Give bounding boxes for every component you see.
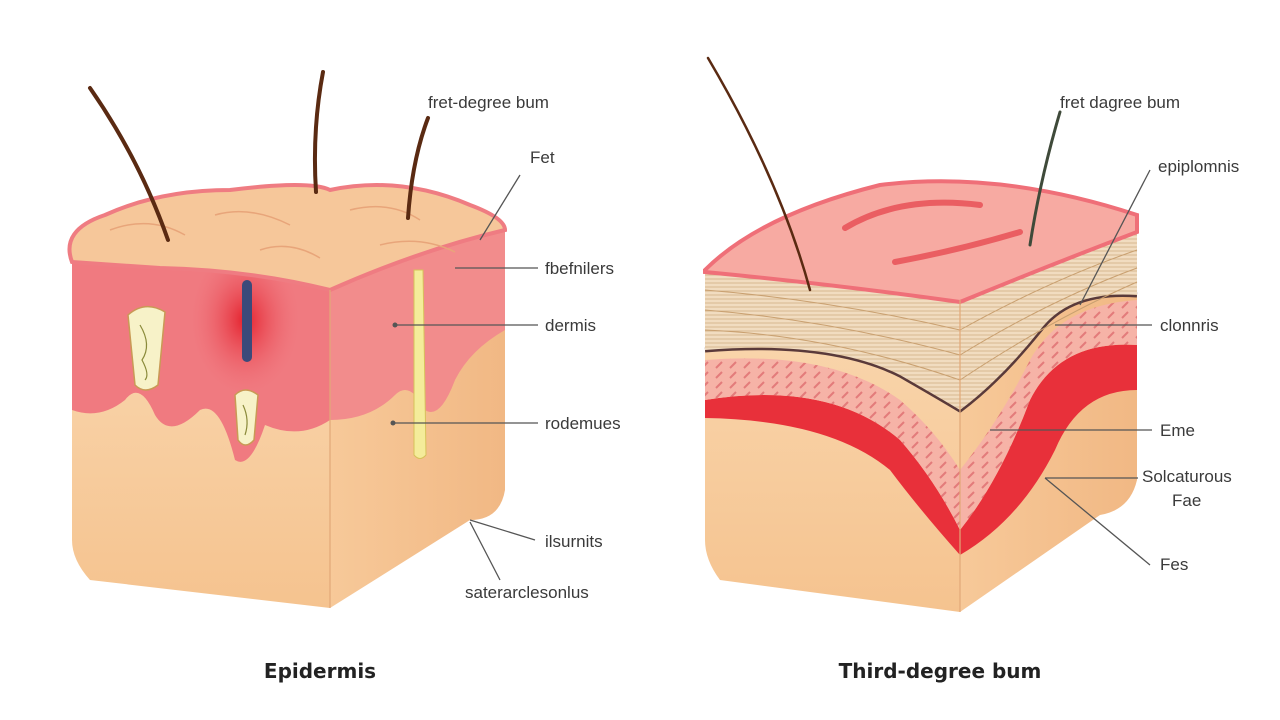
right-top-surface xyxy=(703,179,1139,305)
right-hair-1 xyxy=(706,56,812,292)
right-label-layer4-line1: Solcaturous xyxy=(1142,467,1232,486)
left-label-layer2: dermis xyxy=(545,316,596,335)
right-labels: fret dagree bum epiplomnis clonnris Eme … xyxy=(839,93,1240,683)
right-skin-block xyxy=(703,56,1139,612)
left-hair-3 xyxy=(406,116,430,220)
left-skin-block xyxy=(67,70,508,608)
left-label-bottom: saterarclesonlus xyxy=(465,583,589,602)
right-label-bottom: Fes xyxy=(1160,555,1188,574)
left-caption: Epidermis xyxy=(264,659,376,683)
left-label-top: fret-degree bum xyxy=(428,93,549,112)
left-label-fet: Fet xyxy=(530,148,555,167)
left-labels: fret-degree bum Fet fbefnilers dermis ro… xyxy=(264,93,621,683)
left-nerve xyxy=(413,269,427,459)
left-hair-2 xyxy=(312,70,325,194)
right-caption: Third-degree bum xyxy=(839,659,1042,683)
left-label-layer3: rodemues xyxy=(545,414,621,433)
left-label-layer1: fbefnilers xyxy=(545,259,614,278)
right-burn-v xyxy=(705,344,1137,555)
right-hair-2 xyxy=(1028,110,1062,247)
right-leaders xyxy=(990,169,1152,566)
right-label-layer4-line2: Fae xyxy=(1172,491,1201,510)
right-label-layer1: epiplomnis xyxy=(1158,157,1239,176)
left-blood-vessel xyxy=(242,280,252,362)
left-label-layer4: ilsurnits xyxy=(545,532,603,551)
right-label-top: fret dagree bum xyxy=(1060,93,1180,112)
left-top-surface xyxy=(67,183,508,293)
right-label-layer3: Eme xyxy=(1160,421,1195,440)
left-leaders xyxy=(390,174,538,581)
right-label-layer2: clonnris xyxy=(1160,316,1219,335)
left-hair-1 xyxy=(88,86,170,242)
